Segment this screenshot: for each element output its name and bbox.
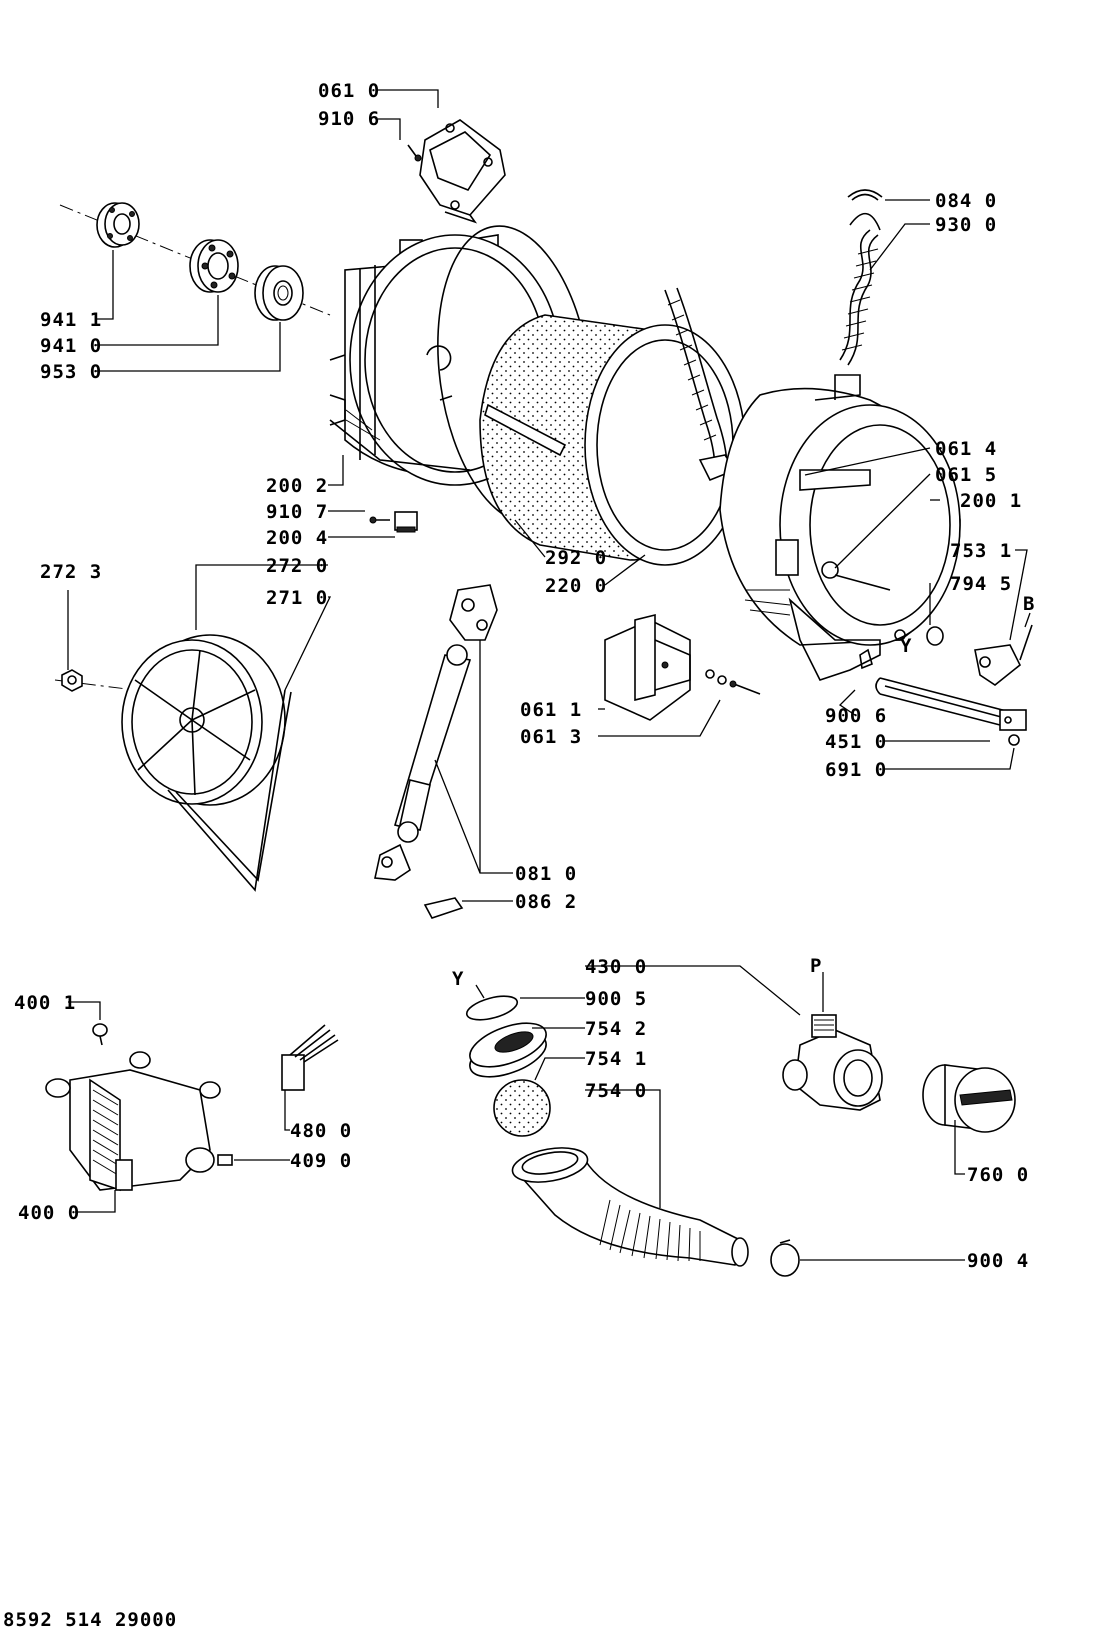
label-0810: 081 0: [515, 863, 577, 885]
label-0613: 061 3: [520, 726, 582, 748]
screw-part-9106: [407, 144, 422, 162]
heater-part-4510: [875, 677, 1027, 731]
label-Y-sump: Y: [452, 968, 464, 990]
leader-lines: [67, 89, 1031, 1261]
label-9006: 900 6: [825, 705, 887, 727]
screw-part-9107: [369, 516, 390, 524]
label-0615: 061 5: [935, 464, 997, 486]
label-4001: 400 1: [14, 992, 76, 1014]
label-9107: 910 7: [266, 501, 328, 523]
label-2004: 200 4: [266, 527, 328, 549]
label-4090: 409 0: [290, 1150, 352, 1172]
label-2002: 200 2: [266, 475, 328, 497]
clamp-part-9004: [770, 1239, 800, 1277]
label-Y-tub: Y: [900, 635, 912, 657]
spring-part-9300: [839, 212, 881, 366]
seal-part-9530: [254, 265, 304, 321]
label-9530: 953 0: [40, 361, 102, 383]
screw-set-part-0613: [705, 669, 761, 695]
label-7531: 753 1: [950, 540, 1012, 562]
label-2720: 272 0: [266, 555, 328, 577]
label-7542: 754 2: [585, 1018, 647, 1040]
connector-part-4800: [281, 1024, 339, 1091]
ball-part-7541: [493, 1079, 551, 1137]
cap-part-7945: [926, 626, 944, 646]
thermostat-part-7531: [974, 624, 1033, 686]
label-9300: 930 0: [935, 214, 997, 236]
label-6910: 691 0: [825, 759, 887, 781]
label-2920: 292 0: [545, 547, 607, 569]
label-9410: 941 0: [40, 335, 102, 357]
ring-part-9005: [465, 995, 519, 1021]
brush-part-4090: [217, 1154, 233, 1166]
label-4000: 400 0: [18, 1202, 80, 1224]
label-2710: 271 0: [266, 587, 328, 609]
pulley-part-2720: [121, 634, 286, 806]
nut-part-2723: [61, 669, 83, 692]
label-7600: 760 0: [967, 1164, 1029, 1186]
label-2723: 272 3: [40, 561, 102, 583]
sump-hose-part-7540: [511, 1147, 749, 1267]
motor-part-4000: [45, 1051, 221, 1192]
document-number: 8592 514 29000: [3, 1609, 177, 1631]
label-7945: 794 5: [950, 573, 1012, 595]
label-7541: 754 1: [585, 1048, 647, 1070]
clip-part-9006: [859, 648, 873, 670]
bearing-part-9410: [189, 239, 239, 293]
shock-absorber-part-0810: [374, 584, 498, 881]
label-4300: 430 0: [585, 956, 647, 978]
drum-part-2200: [479, 314, 746, 566]
clip-part-2004: [394, 511, 418, 533]
part-labels: 061 0 910 6 084 0 930 0 941 1 941 0 953 …: [14, 80, 1035, 1272]
label-9005: 900 5: [585, 988, 647, 1010]
label-0862: 086 2: [515, 891, 577, 913]
label-0614: 061 4: [935, 438, 997, 460]
label-9106: 910 6: [318, 108, 380, 130]
bearing-part-9411: [96, 202, 140, 248]
label-9004: 900 4: [967, 1250, 1029, 1272]
bolt-part-4001: [92, 1023, 108, 1046]
label-0611: 061 1: [520, 699, 582, 721]
label-4800: 480 0: [290, 1120, 352, 1142]
label-0610: 061 0: [318, 80, 380, 102]
label-B: B: [1023, 593, 1035, 615]
belt-part-2710: [167, 689, 292, 892]
label-9411: 941 1: [40, 309, 102, 331]
label-2200: 220 0: [545, 575, 607, 597]
spring-clip-part-0840: [847, 189, 883, 201]
front-tub-part-2001: [719, 374, 961, 681]
label-4510: 451 0: [825, 731, 887, 753]
label-2001: 200 1: [960, 490, 1022, 512]
pump-part-4300: [782, 1014, 883, 1111]
pin-part-0862: [423, 897, 464, 919]
label-P: P: [810, 955, 822, 977]
sensor-part-6910: [1008, 734, 1020, 746]
label-7540: 754 0: [585, 1080, 647, 1102]
bracket-part-0610: [419, 119, 506, 224]
seal-part-7542: [469, 1022, 547, 1078]
filter-part-7600: [922, 1064, 1016, 1133]
label-0840: 084 0: [935, 190, 997, 212]
bracket-part-0611: [604, 613, 691, 721]
